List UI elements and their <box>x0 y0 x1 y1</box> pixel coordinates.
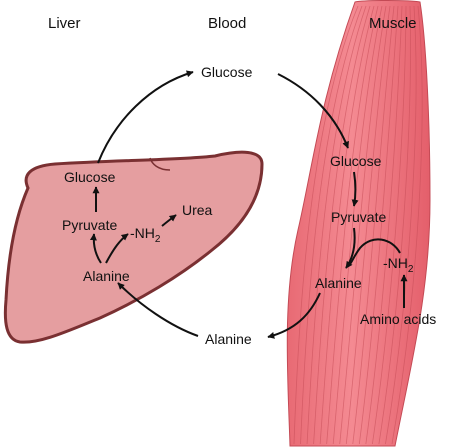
muscle-fiber-line <box>300 5 363 445</box>
muscle-amine-subscript: 2 <box>408 264 414 275</box>
blood-alanine-label: Alanine <box>205 331 252 347</box>
blood-glucose-label: Glucose <box>201 64 253 80</box>
liver-glucose-label: Glucose <box>64 169 116 185</box>
muscle-fiber-line <box>313 5 371 445</box>
muscle-fiber-line <box>306 5 367 445</box>
muscle-fiber-line <box>352 5 395 445</box>
muscle-fiber-line <box>385 5 417 445</box>
arrow-liver-alanine-to-nh2 <box>105 233 129 264</box>
liver-shape <box>3 150 264 344</box>
muscle-shape <box>286 0 431 447</box>
muscle-amine-prefix: -NH <box>383 255 408 271</box>
muscle-fiber-line <box>345 5 391 445</box>
muscle-fiber-line <box>339 5 387 445</box>
muscle-amine-label: -NH2 <box>383 255 414 275</box>
liver-lobe-line <box>149 157 171 171</box>
muscle-glucose-label: Glucose <box>330 153 382 169</box>
liver-alanine-label: Alanine <box>83 268 130 284</box>
arrow-blood-glucose-to-muscle <box>277 73 349 149</box>
arrow-muscle-nh2-feed <box>349 238 401 265</box>
muscle-fiber-line <box>326 5 379 445</box>
muscle-header: Muscle <box>369 15 417 32</box>
muscle-pyruvate-label: Pyruvate <box>331 209 386 225</box>
muscle-fiber-line <box>365 5 403 445</box>
arrow-liver-nh2-to-urea <box>161 214 177 227</box>
arrow-muscle-alanine-to-blood <box>267 292 321 339</box>
arrow-liver-alanine-to-pyruvate <box>89 233 102 264</box>
muscle-fiber-line <box>358 5 399 445</box>
arrows <box>89 70 408 339</box>
muscle-fibers <box>293 5 423 445</box>
arrow-liver-glucose-to-blood <box>97 70 194 164</box>
liver-amine-subscript: 2 <box>155 234 161 245</box>
muscle-fiber-line <box>391 5 423 445</box>
muscle-fiber-line <box>378 5 411 445</box>
liver-header: Liver <box>48 15 81 32</box>
arrow-blood-alanine-to-liver <box>117 282 199 337</box>
liver-amine-prefix: -NH <box>130 225 155 241</box>
muscle-fiber-line <box>319 5 375 445</box>
arrow-muscle-glucose-to-pyruvate <box>351 171 359 207</box>
liver-amine-label: -NH2 <box>130 225 161 245</box>
muscle-fiber-line <box>293 5 359 445</box>
liver-urea-label: Urea <box>182 202 213 218</box>
muscle-fiber-line <box>332 5 383 445</box>
arrow-muscle-pyruvate-to-alanine <box>345 227 356 269</box>
liver-pyruvate-label: Pyruvate <box>62 217 117 233</box>
blood-header: Blood <box>208 15 246 32</box>
muscle-amino-acids-label: Amino acids <box>360 311 436 327</box>
muscle-alanine-label: Alanine <box>315 275 362 291</box>
muscle-fiber-line <box>372 5 407 445</box>
